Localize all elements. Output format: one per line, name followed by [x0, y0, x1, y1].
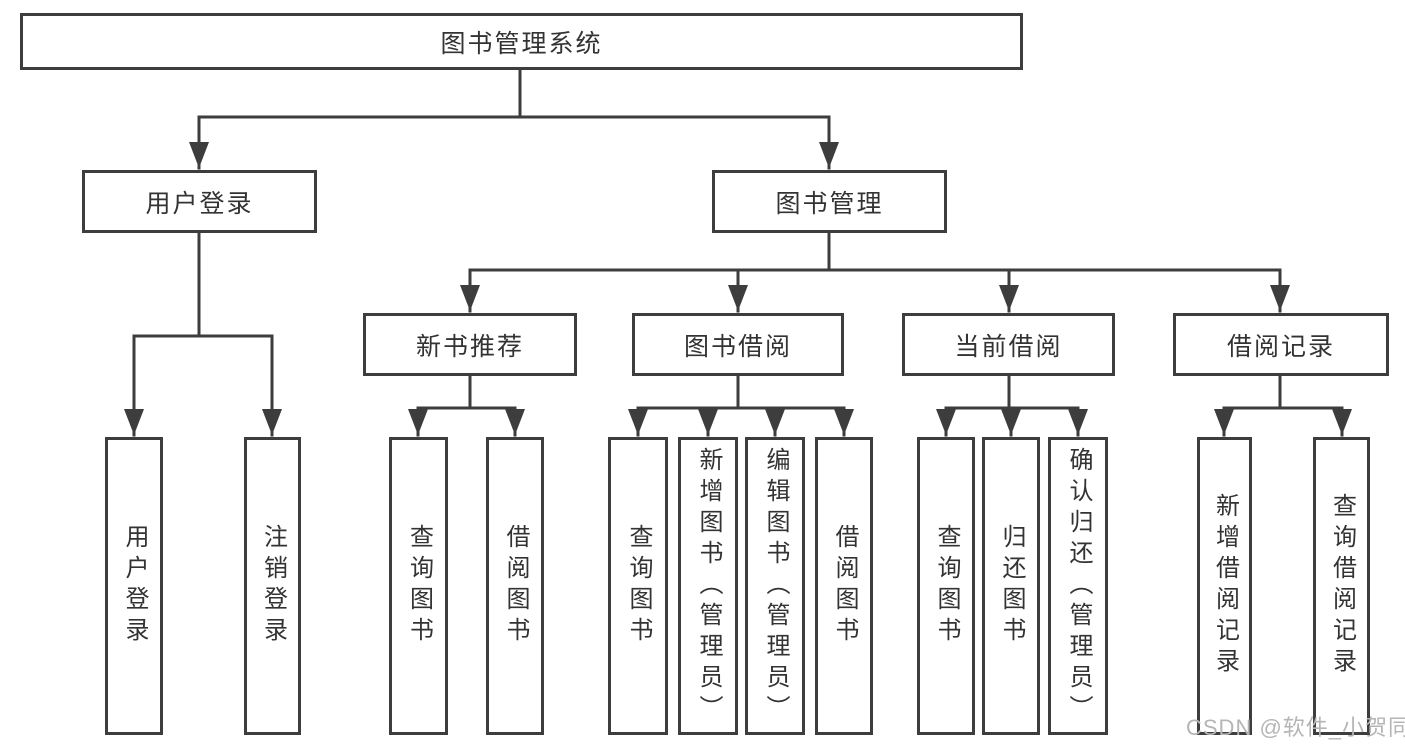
node-label: 查询借阅记录	[1328, 493, 1356, 679]
leaf-add-book-admin: 新增图书（管理员）	[678, 437, 738, 735]
csdn-watermark: CSDN @软件_小贺同学	[1186, 715, 1405, 740]
node-label: 注销登录	[259, 524, 287, 648]
node-label: 图书借阅	[683, 332, 792, 361]
leaf-confirm-return-admin: 确认归还（管理员）	[1048, 437, 1108, 735]
leaf-query-book-current: 查询图书	[917, 437, 975, 735]
leaf-borrow-book: 借阅图书	[815, 437, 873, 735]
leaf-logout: 注销登录	[244, 437, 301, 735]
node-book-borrow: 图书借阅	[632, 313, 844, 376]
leaf-borrow-book-recommend: 借阅图书	[486, 437, 544, 735]
leaf-query-book-recommend: 查询图书	[389, 437, 448, 735]
leaf-add-borrow-record: 新增借阅记录	[1197, 437, 1252, 735]
node-current-borrow: 当前借阅	[902, 313, 1115, 376]
node-borrow-records: 借阅记录	[1173, 313, 1389, 376]
node-label: 查询图书	[625, 524, 652, 648]
node-label: 新增借阅记录	[1211, 493, 1239, 679]
node-new-book-recommend: 新书推荐	[363, 313, 577, 376]
node-label: 新增图书（管理员）	[695, 446, 722, 726]
node-library-management-system: 图书管理系统	[20, 13, 1023, 70]
node-label: 查询图书	[933, 524, 960, 648]
leaf-query-book-borrow: 查询图书	[608, 437, 668, 735]
node-label: 确认归还（管理员）	[1065, 446, 1092, 726]
node-label: 归还图书	[998, 524, 1025, 648]
node-label: 用户登录	[145, 189, 254, 218]
leaf-edit-book-admin: 编辑图书（管理员）	[745, 437, 805, 735]
leaf-user-login: 用户登录	[105, 437, 163, 735]
node-label: 编辑图书（管理员）	[762, 446, 789, 726]
node-label: 借阅图书	[831, 524, 858, 648]
leaf-return-book: 归还图书	[982, 437, 1040, 735]
node-label: 查询图书	[405, 524, 433, 648]
node-label: 用户登录	[121, 524, 148, 648]
node-label: 借阅图书	[502, 524, 529, 648]
node-book-management: 图书管理	[712, 170, 947, 233]
node-label: 图书管理	[775, 189, 884, 218]
node-label: 借阅记录	[1226, 332, 1335, 361]
node-label: 当前借阅	[954, 332, 1063, 361]
node-label: 图书管理系统	[440, 29, 603, 58]
leaf-query-borrow-record: 查询借阅记录	[1313, 437, 1370, 735]
node-user-login: 用户登录	[82, 170, 317, 233]
node-label: 新书推荐	[415, 332, 524, 361]
